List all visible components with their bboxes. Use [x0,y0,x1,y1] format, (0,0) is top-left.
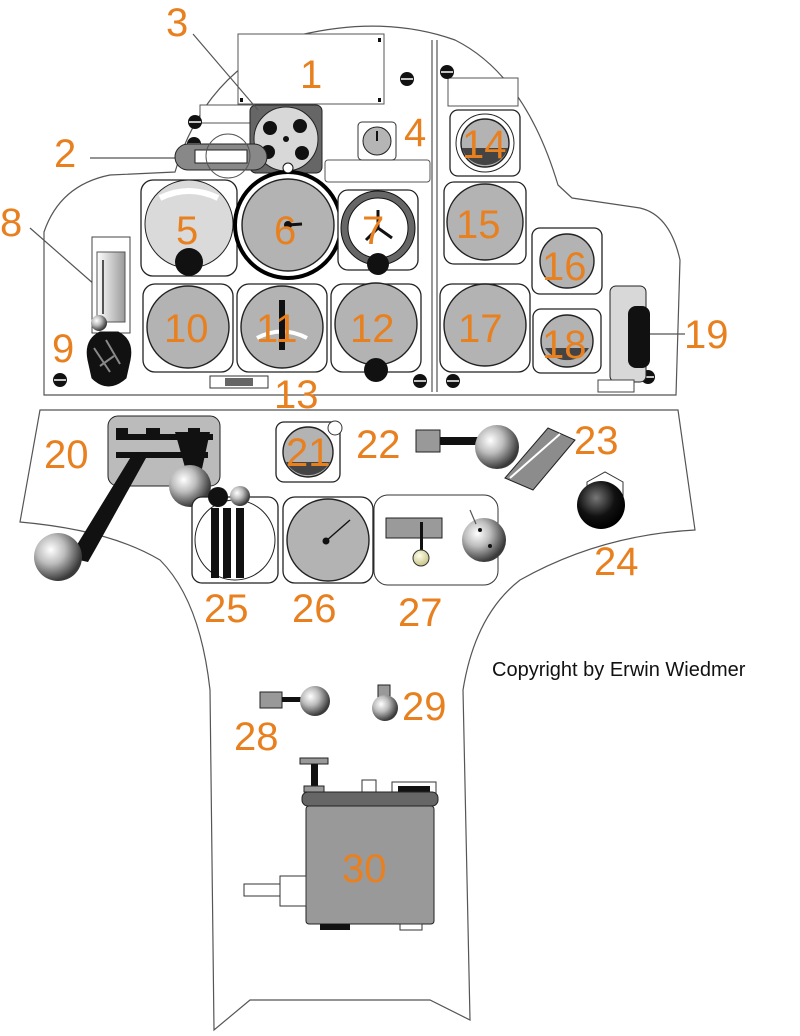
callout-11: 11 [256,307,298,351]
item-17-gauge [439,283,531,373]
callout-10: 10 [164,307,209,351]
callout-29: 29 [402,685,447,729]
item-12-gauge [330,282,422,382]
item-22-lever [415,425,519,469]
callout-30: 30 [342,847,387,891]
item-13-switch-plate [209,375,269,389]
callout-13: 13 [274,373,319,417]
callout-17: 17 [458,307,503,351]
copyright-text: Copyright by Erwin Wiedmer [492,659,746,681]
callout-23: 23 [574,419,619,463]
callout-26: 26 [292,587,337,631]
callout-28: 28 [234,715,279,759]
item-27-switch-box [373,494,506,586]
callout-24: 24 [594,540,639,584]
callout-18: 18 [542,323,587,367]
item-10-gauge [142,283,234,373]
item-16-gauge [531,227,603,295]
leader-lines [192,33,259,111]
item-24-knob [577,471,625,529]
item-5-gauge [140,179,238,277]
item-7-compass [337,189,419,275]
callout-27: 27 [398,591,443,635]
callout-7: 7 [362,209,384,253]
callout-19: 19 [684,313,729,357]
item-2-handle [90,133,268,179]
item-30-control-box [243,757,439,931]
item-18-gauge [532,308,602,374]
callout-12: 12 [350,307,395,351]
lower-panel [19,409,696,1032]
callout-25: 25 [204,587,249,631]
callout-5: 5 [176,209,198,253]
item-9-hand-pump [86,315,132,387]
callout-22: 22 [356,423,401,467]
item-15-gauge [443,181,527,265]
item-14-gauge [449,109,521,177]
callout-3: 3 [166,1,188,45]
item-4-small-gauge [357,121,397,161]
callout-14: 14 [462,123,507,167]
item-19-side-unit [597,285,685,393]
callout-4: 4 [404,111,426,155]
callout-21: 21 [286,431,331,475]
callout-20: 20 [44,433,89,477]
item-3-selector-switch [249,104,323,174]
item-25-lever-quadrant [191,486,279,584]
item-23-handle [504,427,576,491]
callout-1: 1 [300,53,322,97]
callout-9: 9 [52,327,74,371]
item-29-knob [372,684,398,721]
callout-8: 8 [0,201,22,245]
callout-6: 6 [274,209,296,253]
item-1-placard [237,33,385,105]
callout-labels: 1 2 3 4 5 6 7 8 9 10 11 12 13 14 15 16 1… [0,1,729,891]
callout-2: 2 [54,132,76,176]
item-8-vertical-gauge [29,227,131,334]
item-11-turn-indicator [236,283,328,373]
item-28-lever [259,686,330,716]
callout-16: 16 [542,245,587,289]
item-21-gauge [275,420,343,483]
item-26-gauge [282,496,374,584]
callout-15: 15 [456,203,501,247]
